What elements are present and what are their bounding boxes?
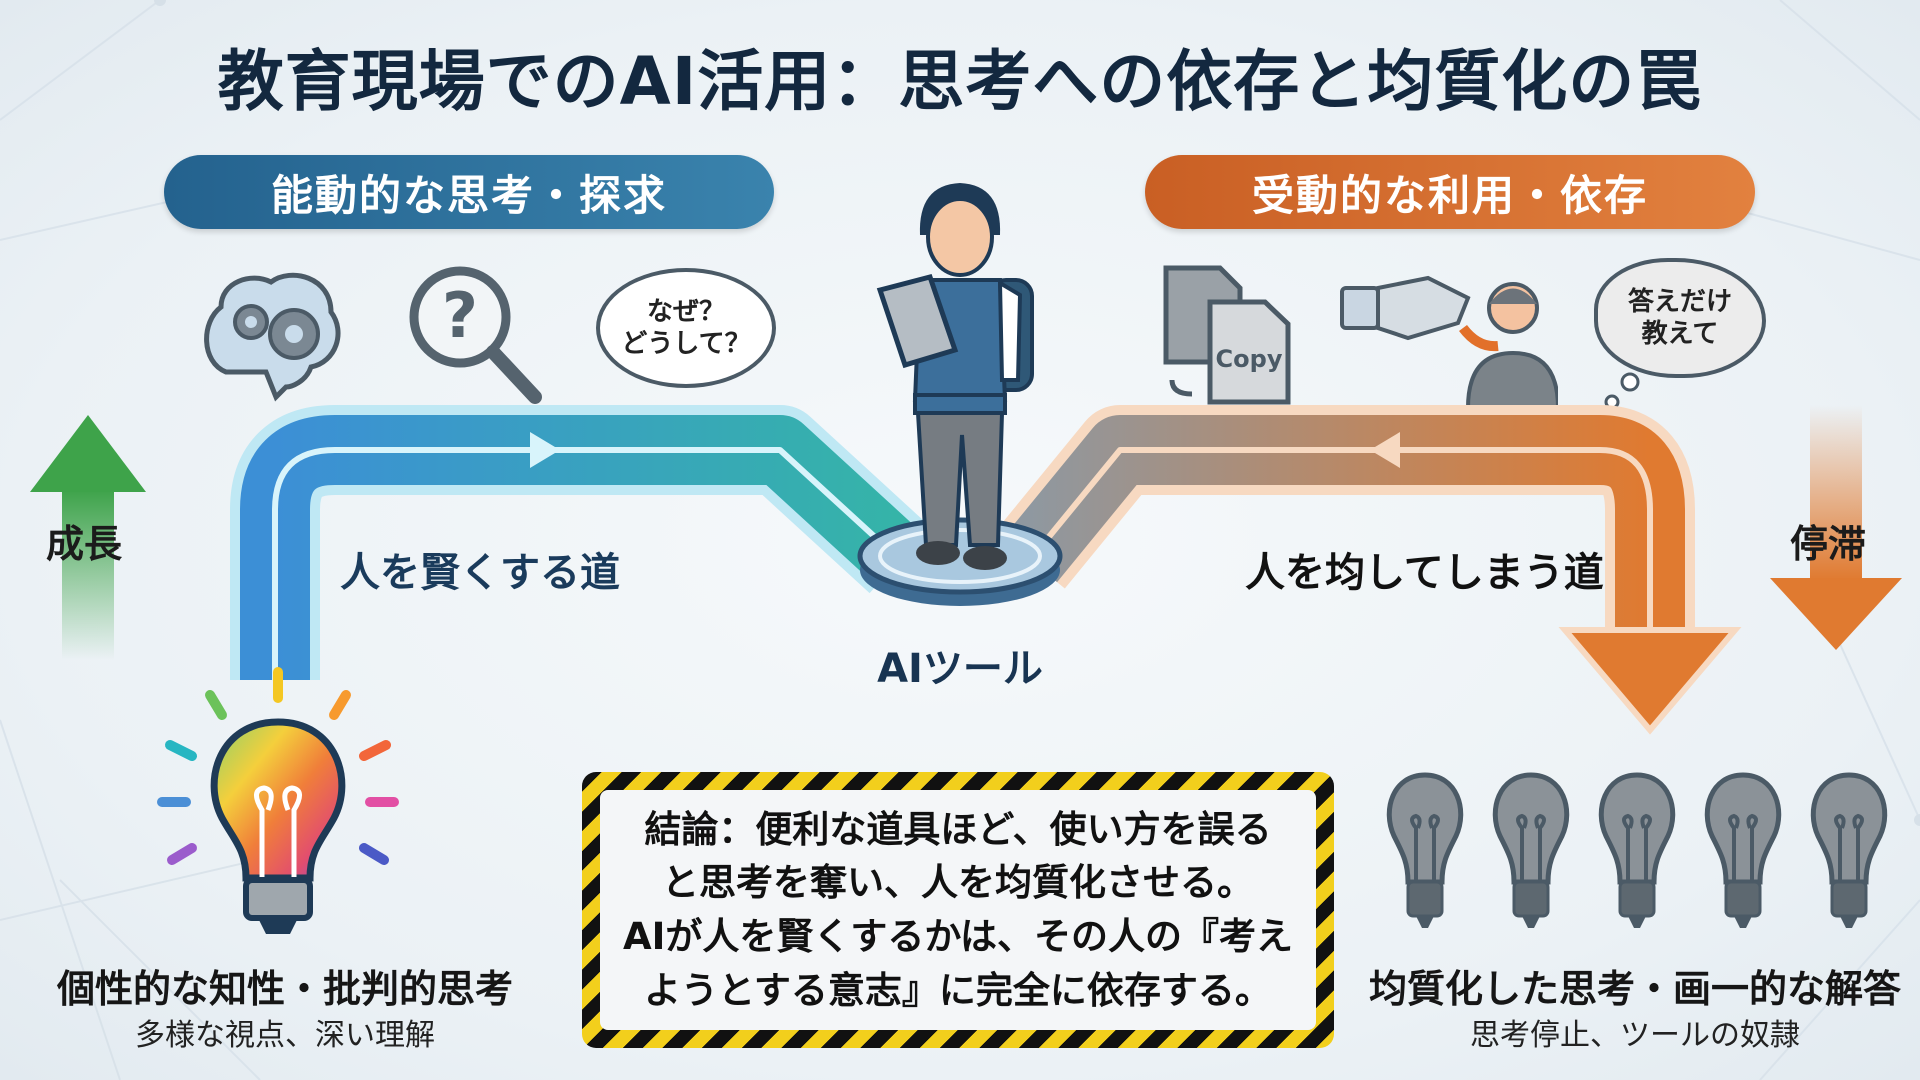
magnifier-question-icon: ?: [409, 266, 542, 404]
individual-intellect-subtitle: 多様な視点、深い理解: [135, 1018, 435, 1053]
svg-text:?: ?: [442, 279, 478, 352]
thought-cloud-icon: 答えだけ 教えて: [1594, 258, 1766, 378]
thought-line-1: 答えだけ: [1627, 286, 1732, 317]
conclusion-line-2: と思考を奪い、人を均質化させる。: [662, 861, 1254, 905]
homogenized-thinking-subtitle: 思考停止、ツールの奴隷: [1470, 1018, 1800, 1053]
speech-line-1: なぜ？: [646, 296, 725, 327]
thought-dots: [1604, 372, 1640, 410]
copy-label: Copy: [1216, 345, 1283, 373]
homogenized-thinking-title: 均質化した思考・画一的な解答: [1368, 967, 1901, 1011]
conclusion-box: 結論：便利な道具ほど、使い方を誤る と思考を奪い、人を均質化させる。 AIが人を…: [582, 772, 1334, 1048]
student-figure-icon: [876, 183, 1034, 570]
conclusion-line-1: 結論：便利な道具ほど、使い方を誤る: [644, 807, 1272, 851]
conclusion-line-4: ようとする意志』に完全に依存する。: [644, 968, 1272, 1012]
growth-label: 成長: [46, 522, 123, 566]
robot-hand-feeding-icon: [1340, 275, 1558, 408]
smart-path-label: 人を賢くする道: [340, 550, 620, 596]
copy-documents-icon: Copy: [1163, 265, 1291, 405]
page-title: 教育現場でのAI活用：思考への依存と均質化の罠: [217, 43, 1703, 120]
speech-bubble-icon: なぜ？ どうして？: [596, 268, 776, 388]
speech-line-2: どうして？: [621, 329, 751, 359]
homogenize-path-label: 人を均してしまう道: [1245, 550, 1604, 596]
conclusion-line-3: AIが人を賢くするかは、その人の『考え: [623, 915, 1293, 958]
individual-intellect-title: 個性的な知性・批判的思考: [56, 967, 513, 1011]
passive-usage-header: 受動的な利用・依存: [1145, 155, 1755, 229]
stagnation-label: 停滞: [1790, 522, 1867, 566]
thought-line-2: 教えて: [1641, 319, 1719, 349]
active-thinking-header: 能動的な思考・探求: [164, 155, 774, 229]
colorful-lightbulb-icon: [157, 667, 399, 934]
gray-lightbulbs-row: [1386, 772, 1918, 950]
brain-gears-icon: [204, 272, 341, 402]
ai-tool-label: AIツール: [877, 646, 1043, 692]
